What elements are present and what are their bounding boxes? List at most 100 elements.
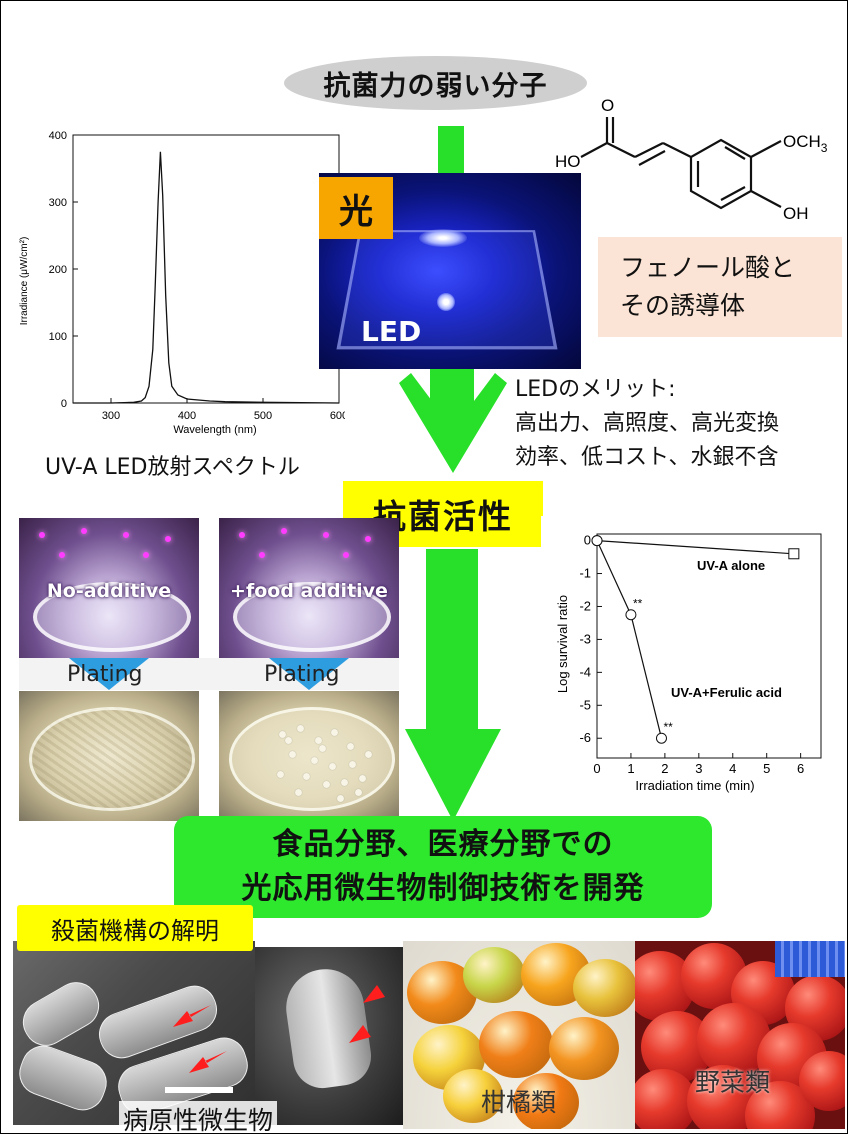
spectrum-x-tick-label: 600: [330, 410, 345, 422]
red-arrow-icon: [189, 1051, 227, 1073]
led-dot: [343, 552, 349, 558]
dish-photo-food-additive: +food additive: [219, 518, 399, 658]
fruit: [443, 1069, 503, 1123]
spectrum-y-tick-label: 100: [49, 331, 67, 343]
plating-label-right: Plating: [264, 662, 340, 687]
vegetables-photo: [635, 941, 845, 1129]
survival-plot-frame: [596, 533, 822, 759]
colony: [331, 729, 338, 736]
mechanism-label: 殺菌機構の解明: [17, 905, 253, 951]
survival-x-tick-label: 0: [593, 761, 600, 776]
survival-point-circle: [591, 535, 603, 547]
colony: [311, 757, 318, 764]
colony: [319, 745, 326, 752]
survival-point-circle: [655, 732, 667, 744]
legend-uva-ferulic: UV-A+Ferulic acid: [671, 685, 782, 700]
spectrum-caption: UV-A LED放射スペクトル: [45, 455, 300, 480]
survival-x-tick-label: 6: [797, 761, 804, 776]
spectrum-y-tick-label: 0: [61, 398, 67, 410]
plate-photo-dense-growth: [19, 691, 199, 821]
dish-label-no-additive: No-additive: [46, 580, 172, 602]
molecule-carbonyl-o: O: [601, 96, 614, 115]
significance-marker: **: [633, 597, 643, 611]
colony: [349, 761, 356, 768]
arrow-shaft-lower: [426, 549, 478, 739]
arrow-head-lower-fill: [405, 729, 501, 821]
spectrum-y-axis-label: Irradiance (μW/cm²): [19, 237, 30, 326]
spectrum-x-tick-label: 500: [254, 410, 272, 422]
colony: [365, 751, 372, 758]
colony: [277, 771, 284, 778]
led-dot: [59, 552, 65, 558]
spectrum-y-tick-label: 200: [49, 264, 67, 276]
colony: [297, 725, 304, 732]
led-dot: [239, 532, 245, 538]
red-arrow-icon: [349, 1017, 391, 1043]
spectrum-chart: 0100200300400300400500600 Irradiance (μW…: [19, 130, 345, 436]
scale-bar: [165, 1087, 233, 1093]
led-dot: [81, 528, 87, 534]
survival-y-axis-label: Log survival ratio: [555, 595, 570, 693]
molecule-och3: OCH3: [783, 132, 828, 155]
plate-photo-sparse-colonies: [219, 691, 399, 821]
colony: [323, 781, 330, 788]
significance-marker: **: [663, 720, 673, 734]
survival-y-tick-label: -6: [579, 730, 591, 745]
title-pill: 抗菌力の弱い分子: [284, 56, 587, 110]
sem-right-arrows: [349, 978, 403, 1043]
citrus-photo: [403, 941, 635, 1129]
colony: [295, 789, 302, 796]
dish-rim: [233, 582, 391, 652]
citrus-label: 柑橘類: [481, 1088, 557, 1117]
led-dot: [365, 536, 371, 542]
survival-y-tick-label: -5: [579, 697, 591, 712]
molecule-oh: OH: [783, 204, 809, 223]
plating-strip: [19, 658, 399, 690]
led-glow-spot: [437, 293, 455, 311]
fruit: [573, 959, 635, 1017]
led-dot: [259, 552, 265, 558]
led-dot: [323, 532, 329, 538]
survival-series-line-0: [596, 540, 794, 555]
result-line-1: 食品分野、医療分野での: [272, 827, 614, 862]
spectrum-y-tick-label: 400: [49, 130, 67, 142]
led-dot: [123, 532, 129, 538]
survival-x-tick-label: 3: [695, 761, 702, 776]
colony: [347, 743, 354, 750]
tomato: [799, 1051, 845, 1111]
colony: [279, 731, 286, 738]
dish-photo-no-additive: No-additive: [19, 518, 199, 658]
plating-label-left: Plating: [67, 662, 143, 687]
sem-photo-bacteria: [13, 941, 255, 1125]
colony: [315, 737, 322, 744]
fruit: [549, 1017, 619, 1080]
led-glow-spot: [419, 229, 467, 247]
survival-point-circle: [625, 609, 637, 621]
spectrum-series-line: [73, 151, 340, 404]
survival-x-tick-label: 4: [729, 761, 736, 776]
colony: [355, 789, 362, 796]
spectrum-x-tick-label: 300: [102, 410, 120, 422]
colonies: [219, 691, 399, 821]
colony: [359, 775, 366, 782]
colony: [285, 737, 292, 744]
red-arrow-icon: [173, 1005, 211, 1027]
result-box: 食品分野、医療分野での 光応用微生物制御技術を開発: [174, 816, 712, 918]
dish-rim: [33, 582, 191, 652]
fruit: [463, 947, 525, 1003]
dish-label-food-additive: +food additive: [230, 580, 388, 602]
blue-crate: [775, 941, 845, 977]
ferulic-acid-structure-icon: O HO OCH3 OH: [555, 96, 828, 223]
spectrum-y-tick-label: 300: [49, 197, 67, 209]
fruit: [479, 1011, 553, 1078]
survival-x-tick-label: 1: [627, 761, 634, 776]
colony: [329, 763, 336, 770]
survival-x-axis-label: Irradiation time (min): [635, 778, 754, 793]
survival-point-square: [788, 548, 800, 560]
led-label: LED: [361, 315, 422, 348]
survival-y-tick-label: 0: [584, 533, 591, 548]
plate-dense-growth: [29, 707, 195, 811]
